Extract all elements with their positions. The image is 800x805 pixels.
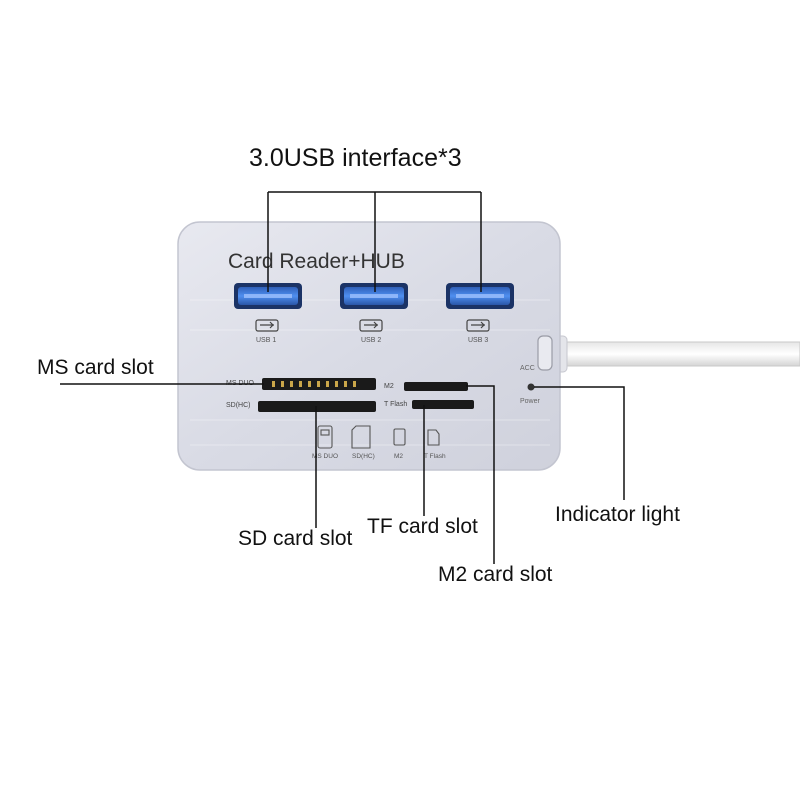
sd-card-slot[interactable]: [258, 401, 376, 412]
usb-symbol-icon: [255, 319, 279, 332]
usb-port-label: USB 2: [361, 337, 381, 344]
t-flash-slot-label: T Flash: [384, 401, 407, 408]
usb-interface-callout: 3.0USB interface*3: [249, 144, 462, 172]
ms-duo-card-icon: [317, 425, 333, 449]
power-label: Power: [520, 398, 541, 405]
usb-symbol-icon: [359, 319, 383, 332]
bottom-icon-label: MS DUO: [312, 453, 338, 460]
m2-card-icon: [393, 428, 406, 446]
usb-callout-bracket: [267, 191, 482, 292]
usb-port-label: USB 1: [256, 337, 276, 344]
m2-card-slot-callout: M2 card slot: [438, 563, 553, 586]
ms-card-slot[interactable]: [262, 378, 376, 390]
sd-hc-slot-label: SD(HC): [226, 402, 251, 409]
bottom-icon-label: T Flash: [424, 453, 446, 460]
bottom-icon-label: M2: [394, 453, 403, 460]
usb-symbol-icon: [466, 319, 490, 332]
usb-cable: [544, 335, 800, 373]
indicator-light-callout: Indicator light: [555, 503, 680, 526]
usb-port-2[interactable]: [340, 283, 408, 309]
m2-card-slot[interactable]: [404, 382, 468, 391]
ms-card-slot-callout: MS card slot: [37, 356, 154, 379]
usb-port-3[interactable]: [446, 283, 514, 309]
tf-card-slot[interactable]: [412, 400, 474, 409]
usb-port-1[interactable]: [234, 283, 302, 309]
sd-card-icon: [351, 425, 371, 449]
usb-port-label: USB 3: [468, 337, 488, 344]
sd-card-slot-callout: SD card slot: [238, 527, 353, 550]
m2-slot-label: M2: [384, 383, 394, 390]
tf-card-slot-callout: TF card slot: [367, 515, 478, 538]
tf-card-icon: [427, 429, 440, 446]
device-title: Card Reader+HUB: [228, 250, 405, 273]
indicator-callout-line: [534, 386, 625, 500]
bottom-icon-label: SD(HC): [352, 453, 375, 460]
acc-switch[interactable]: [537, 335, 553, 371]
indicator-light-led: [527, 383, 535, 391]
m2-callout-line: [466, 385, 495, 564]
acc-label: ACC: [520, 365, 535, 372]
